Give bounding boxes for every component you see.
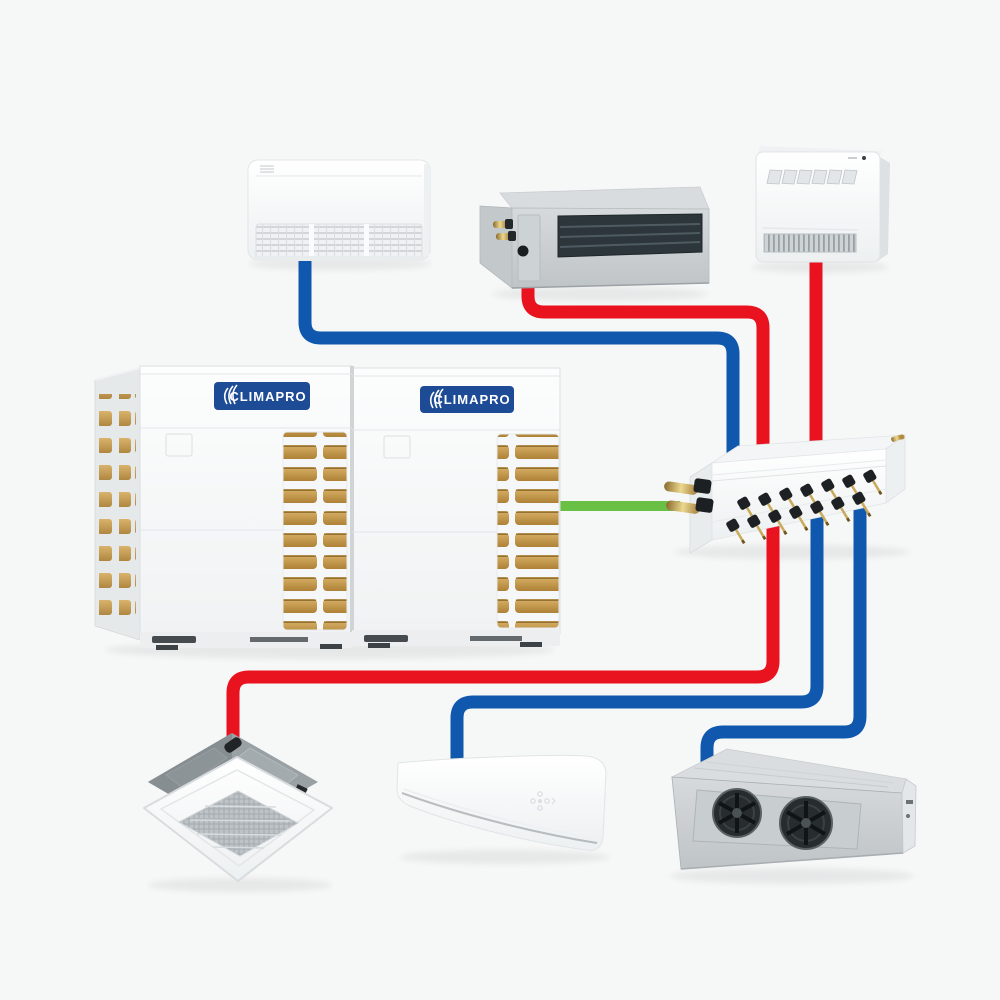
slim-duct-unit xyxy=(479,186,710,289)
brand-logo-text: CLIMAPRO xyxy=(433,392,510,407)
outlet-fins xyxy=(559,223,701,248)
brand-logo-text: CLIMAPRO xyxy=(229,389,306,404)
coil-grille-right-module xyxy=(496,433,560,629)
panel-seams xyxy=(140,373,560,533)
floor-console-unit xyxy=(755,146,890,263)
pipe-slim-duct-to-distributor xyxy=(521,248,770,455)
pipe-stub xyxy=(224,737,242,753)
side-coil-grille xyxy=(99,394,136,618)
grille-slats xyxy=(189,805,291,849)
top-vent-slits xyxy=(260,165,274,173)
fan-intake-right xyxy=(779,796,833,850)
bottom-air-grille xyxy=(763,233,857,253)
wall-mounted-unit xyxy=(396,754,607,851)
pipe-ceiling-suspended-to-distributor xyxy=(298,256,740,458)
logo-badge-right: CLIMAPRO xyxy=(420,386,514,413)
brand-emblem xyxy=(530,791,556,811)
coil-grille-left-module xyxy=(282,431,348,631)
module-divider xyxy=(350,366,354,638)
ceiling-suspended-unit xyxy=(247,159,431,261)
vrf-outdoor-unit-pair: CLIMAPRO CLIMAPRO xyxy=(94,365,561,650)
access-panel-left xyxy=(165,433,193,457)
ceiling-cassette-unit xyxy=(143,733,333,882)
top-service-fitting xyxy=(891,434,905,442)
refrigerant-branch-distributor xyxy=(664,434,907,554)
main-liquid-gas-ports xyxy=(664,478,714,514)
logo-badge-left: CLIMAPRO xyxy=(214,382,310,410)
access-panel-right xyxy=(383,435,411,459)
fan-intake-left xyxy=(712,788,762,838)
refrigerant-ports xyxy=(493,219,529,257)
pipe-distributor-to-wall-unit xyxy=(450,510,824,764)
high-static-ducted-unit xyxy=(670,748,917,870)
top-louver-slots xyxy=(766,169,858,185)
refrigerant-pipes xyxy=(226,248,867,774)
control-display xyxy=(848,156,866,160)
base-rails xyxy=(140,630,560,650)
pipe-distributor-to-ducted-unit xyxy=(700,500,867,774)
front-air-grille xyxy=(255,223,423,259)
pipe-distributor-to-cassette xyxy=(226,518,780,742)
